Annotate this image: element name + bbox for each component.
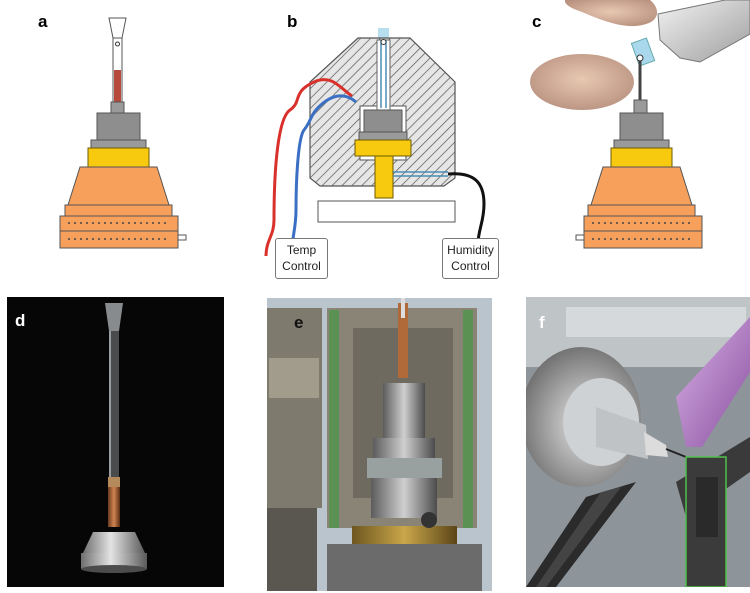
mounted-capillary-a — [108, 17, 127, 114]
goniometer-head-c — [575, 99, 703, 249]
panel-f: f — [526, 297, 750, 587]
panel-e: e — [267, 298, 492, 591]
panel-b-label: b — [287, 12, 298, 31]
goniometer-head-a — [59, 101, 187, 249]
panel-f-label: f — [539, 313, 545, 332]
panel-c-label: c — [532, 12, 542, 31]
panel-d-label: d — [15, 311, 26, 330]
panel-c-illustration — [530, 0, 750, 249]
panel-d-photo — [81, 303, 147, 573]
blue-wire — [290, 94, 357, 251]
panel-f-photo — [526, 297, 750, 587]
fingers-photo — [530, 0, 658, 110]
panel-e-label: e — [294, 313, 304, 332]
red-wire — [264, 78, 353, 257]
panel-b: Temp Control Humidity Control b — [240, 0, 510, 290]
panel-c: c — [510, 0, 750, 290]
panel-b-illustration — [264, 28, 486, 257]
panel-e-photo — [267, 298, 492, 591]
black-wire — [447, 172, 486, 245]
panel-a-label: a — [38, 12, 48, 31]
humidifier-nozzle — [630, 0, 750, 67]
base-plate — [317, 200, 456, 223]
panel-d: d — [7, 297, 224, 587]
temp-control-box: Temp Control — [275, 238, 328, 279]
panel-a-illustration — [59, 17, 187, 249]
panel-a: a — [0, 0, 240, 290]
goniometer-head-b — [354, 109, 448, 199]
humidity-control-box: Humidity Control — [442, 238, 499, 279]
purple-cryostream — [676, 317, 750, 447]
